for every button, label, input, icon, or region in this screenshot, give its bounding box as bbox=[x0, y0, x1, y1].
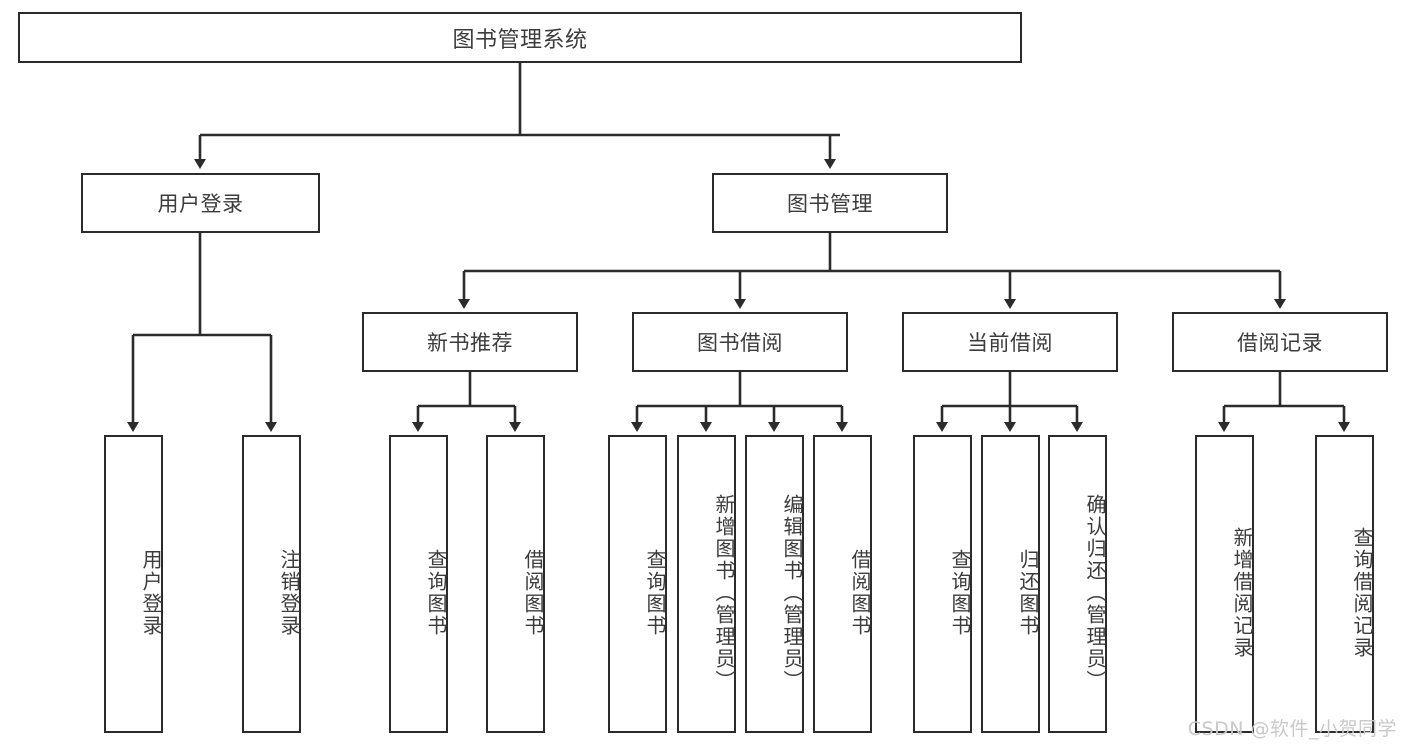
node-current-borrow-label: 当前借阅 bbox=[967, 331, 1053, 355]
leaf-query-record[interactable]: 查询借阅记录 bbox=[1315, 435, 1374, 733]
node-root-label: 图书管理系统 bbox=[452, 27, 588, 53]
leaf-add-book-label: 新增图书（管理员） bbox=[712, 494, 736, 692]
node-new-book-recommend-label: 新书推荐 bbox=[427, 331, 513, 355]
node-user-login-label: 用户登录 bbox=[157, 192, 244, 216]
leaf-user-login[interactable]: 用户登录 bbox=[104, 435, 163, 733]
leaf-return-book-label: 归还图书 bbox=[1016, 549, 1040, 637]
leaf-edit-book-label: 编辑图书（管理员） bbox=[780, 494, 804, 692]
node-new-book-recommend[interactable]: 新书推荐 bbox=[362, 312, 578, 372]
leaf-borrow-book-2-label: 借阅图书 bbox=[848, 549, 872, 637]
leaf-edit-book[interactable]: 编辑图书（管理员） bbox=[745, 435, 804, 733]
leaf-logout-login-label: 注销登录 bbox=[277, 549, 301, 637]
leaf-logout-login[interactable]: 注销登录 bbox=[242, 435, 301, 733]
node-book-management-label: 图书管理 bbox=[787, 192, 873, 216]
node-borrow-record[interactable]: 借阅记录 bbox=[1172, 312, 1388, 372]
node-book-management[interactable]: 图书管理 bbox=[712, 173, 948, 233]
leaf-query-book-2[interactable]: 查询图书 bbox=[608, 435, 667, 733]
leaf-query-book-1-label: 查询图书 bbox=[424, 549, 448, 637]
node-current-borrow[interactable]: 当前借阅 bbox=[902, 312, 1118, 372]
leaf-user-login-label: 用户登录 bbox=[139, 549, 163, 637]
leaf-query-book-3[interactable]: 查询图书 bbox=[913, 435, 972, 733]
leaf-confirm-return[interactable]: 确认归还（管理员） bbox=[1048, 435, 1107, 733]
node-borrow-record-label: 借阅记录 bbox=[1237, 331, 1323, 355]
node-book-borrow[interactable]: 图书借阅 bbox=[632, 312, 848, 372]
leaf-borrow-book-2[interactable]: 借阅图书 bbox=[813, 435, 872, 733]
leaf-add-record-label: 新增借阅记录 bbox=[1230, 527, 1254, 659]
leaf-query-record-label: 查询借阅记录 bbox=[1350, 527, 1374, 659]
node-root[interactable]: 图书管理系统 bbox=[18, 12, 1022, 63]
leaf-borrow-book-1[interactable]: 借阅图书 bbox=[486, 435, 545, 733]
node-user-login[interactable]: 用户登录 bbox=[81, 173, 320, 233]
leaf-borrow-book-1-label: 借阅图书 bbox=[521, 549, 545, 637]
leaf-confirm-return-label: 确认归还（管理员） bbox=[1083, 494, 1107, 692]
node-book-borrow-label: 图书借阅 bbox=[697, 331, 783, 355]
leaf-query-book-3-label: 查询图书 bbox=[948, 549, 972, 637]
leaf-add-record[interactable]: 新增借阅记录 bbox=[1195, 435, 1254, 733]
leaf-query-book-1[interactable]: 查询图书 bbox=[389, 435, 448, 733]
leaf-return-book[interactable]: 归还图书 bbox=[981, 435, 1040, 733]
leaf-add-book[interactable]: 新增图书（管理员） bbox=[677, 435, 736, 733]
leaf-query-book-2-label: 查询图书 bbox=[643, 549, 667, 637]
